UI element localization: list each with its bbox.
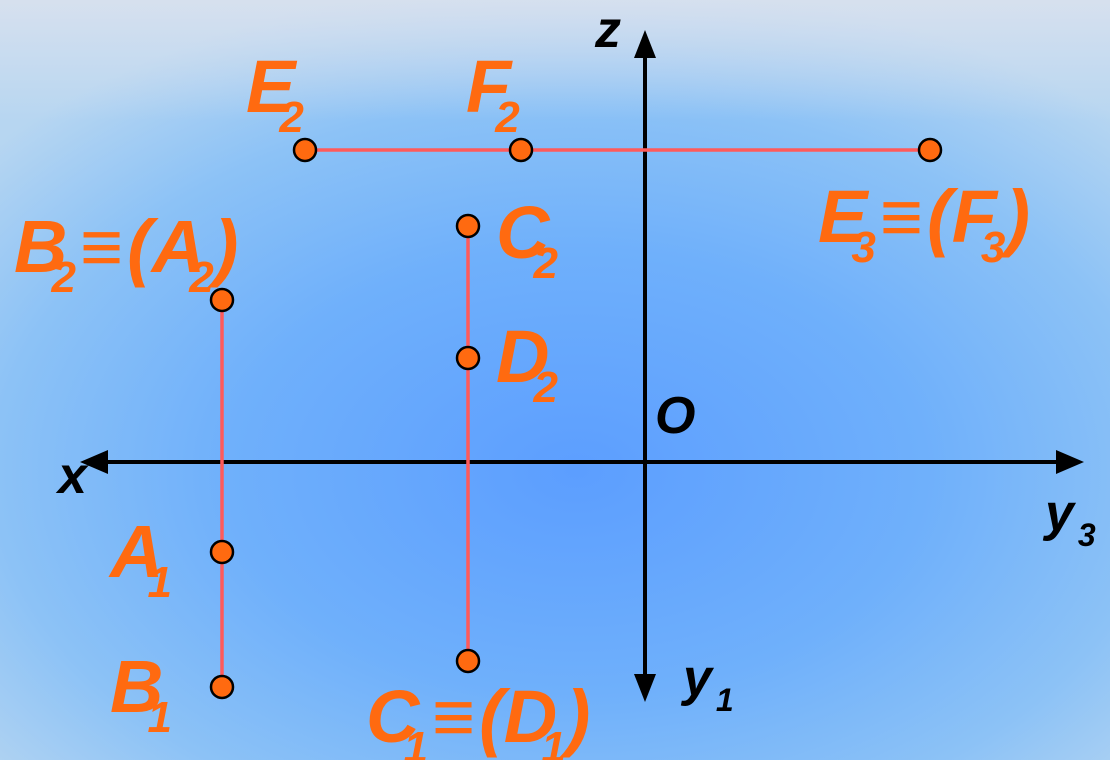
- label-b1-sub: 1: [147, 693, 172, 742]
- label-a1: A1: [110, 515, 172, 605]
- label-d1-sub: 1: [541, 723, 566, 760]
- x-axis-label: x: [58, 447, 87, 505]
- label-e2: E2: [246, 50, 304, 140]
- y3-axis-base: y: [1045, 484, 1074, 542]
- label-f3-base: F: [951, 175, 997, 258]
- label-d1-base: D: [503, 675, 558, 758]
- label-d2-sub: 2: [533, 363, 558, 412]
- label-b2-a2: B2≡(A2): [14, 210, 238, 300]
- label-e3-open-paren: (: [927, 175, 952, 258]
- point-f2: [508, 137, 534, 163]
- point-b1: [209, 674, 235, 700]
- point-b2: [209, 287, 235, 313]
- label-c1-base: C: [366, 675, 420, 758]
- origin-label: O: [655, 387, 696, 445]
- label-c1-open-paren: (: [479, 675, 504, 758]
- label-a2-sub: 2: [189, 253, 214, 302]
- label-c2-sub: 2: [533, 239, 558, 288]
- label-e3-equiv: ≡: [879, 175, 924, 258]
- y1-axis-arrowhead: [634, 674, 656, 702]
- label-f3-close-paren: ): [1005, 175, 1031, 258]
- label-f2: F2: [466, 50, 520, 140]
- label-c2: C2: [496, 196, 558, 286]
- label-c2-base: C: [496, 191, 550, 274]
- point-d2: [455, 345, 481, 371]
- z-axis-arrowhead: [634, 30, 656, 58]
- label-e2-sub: 2: [279, 93, 304, 142]
- label-c1-sub: 1: [403, 723, 428, 760]
- label-f2-sub: 2: [495, 93, 520, 142]
- label-b2-open-paren: (: [127, 205, 152, 288]
- y3-axis-sub: 3: [1077, 517, 1096, 553]
- label-d1-close-paren: ): [565, 675, 591, 758]
- label-a1-sub: 1: [147, 558, 172, 607]
- z-axis-label: z: [595, 1, 621, 59]
- label-d2: D2: [496, 320, 558, 410]
- y1-axis-sub: 1: [715, 682, 734, 718]
- label-e3-base: E: [818, 175, 868, 258]
- label-f3-sub: 3: [980, 223, 1006, 272]
- label-f2-base: F: [466, 45, 512, 128]
- label-e2-base: E: [246, 45, 296, 128]
- label-b2-equiv: ≡: [79, 205, 124, 288]
- x-axis-arrowhead: [80, 450, 108, 474]
- label-b1: B1: [110, 650, 172, 740]
- point-c1: [455, 648, 481, 674]
- point-a1: [209, 539, 235, 565]
- label-e3-sub: 3: [851, 223, 876, 272]
- label-d2-base: D: [496, 315, 550, 398]
- point-e3: [917, 137, 943, 163]
- label-e3-f3: E3≡(F3): [818, 180, 1030, 270]
- label-b2-base: B: [14, 205, 68, 288]
- label-a2-base: A: [151, 205, 206, 288]
- label-c1-d1: C1≡(D1): [366, 680, 590, 760]
- label-a1-base: A: [110, 510, 164, 593]
- label-a2-close-paren: ): [213, 205, 239, 288]
- point-e2: [292, 137, 318, 163]
- y3-axis-arrowhead: [1056, 450, 1084, 474]
- label-b1-base: B: [110, 645, 164, 728]
- y1-axis-base: y: [683, 649, 712, 707]
- point-c2: [455, 213, 481, 239]
- label-c1-equiv: ≡: [431, 675, 476, 758]
- label-b2-sub: 2: [51, 253, 76, 302]
